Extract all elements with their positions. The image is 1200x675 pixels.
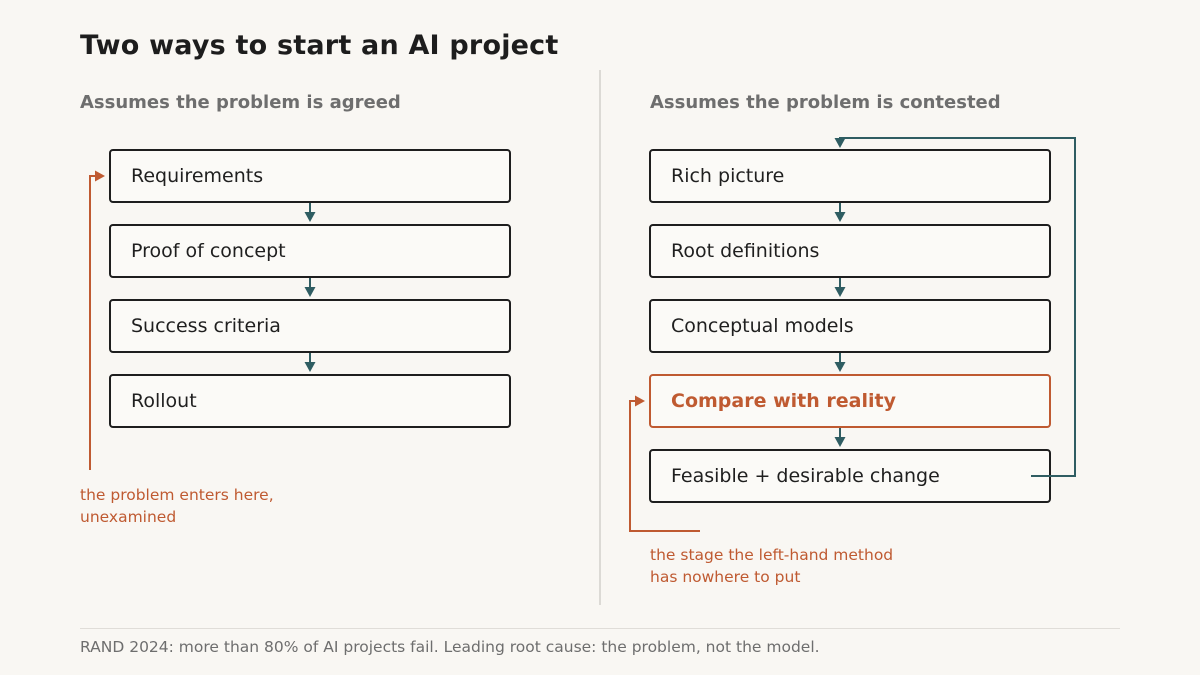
right-annotation-line-1: the stage the left-hand method bbox=[650, 546, 894, 564]
page-title: Two ways to start an AI project bbox=[80, 30, 559, 61]
left-annotation-line-1: the problem enters here, bbox=[80, 486, 274, 504]
step-compare-with-reality: Compare with reality bbox=[649, 374, 1051, 428]
step-requirements: Requirements bbox=[109, 149, 511, 203]
step-feasible-desirable-change: Feasible + desirable change bbox=[649, 449, 1051, 503]
arrow-down-icon bbox=[304, 278, 316, 297]
left-annotation: the problem enters here, unexamined bbox=[80, 484, 274, 528]
step-rollout: Rollout bbox=[109, 374, 511, 428]
column-divider bbox=[599, 70, 601, 605]
step-success-criteria: Success criteria bbox=[109, 299, 511, 353]
step-proof-of-concept: Proof of concept bbox=[109, 224, 511, 278]
arrow-right-icon bbox=[89, 170, 105, 470]
footer-source-note: RAND 2024: more than 80% of AI projects … bbox=[80, 638, 820, 656]
arrow-down-icon bbox=[834, 353, 846, 372]
left-column-heading: Assumes the problem is agreed bbox=[80, 92, 401, 113]
step-conceptual-models: Conceptual models bbox=[649, 299, 1051, 353]
right-annotation: the stage the left-hand method has nowhe… bbox=[650, 544, 893, 588]
right-annotation-line-2: has nowhere to put bbox=[650, 568, 801, 586]
right-column-heading: Assumes the problem is contested bbox=[650, 92, 1001, 113]
footer-rule bbox=[80, 628, 1120, 629]
step-rich-picture: Rich picture bbox=[649, 149, 1051, 203]
arrow-down-icon bbox=[834, 203, 846, 222]
left-annotation-line-2: unexamined bbox=[80, 508, 177, 526]
step-root-definitions: Root definitions bbox=[649, 224, 1051, 278]
arrow-down-icon bbox=[304, 203, 316, 222]
arrow-down-icon bbox=[834, 428, 846, 447]
arrow-down-icon bbox=[834, 278, 846, 297]
arrow-down-icon bbox=[304, 353, 316, 372]
